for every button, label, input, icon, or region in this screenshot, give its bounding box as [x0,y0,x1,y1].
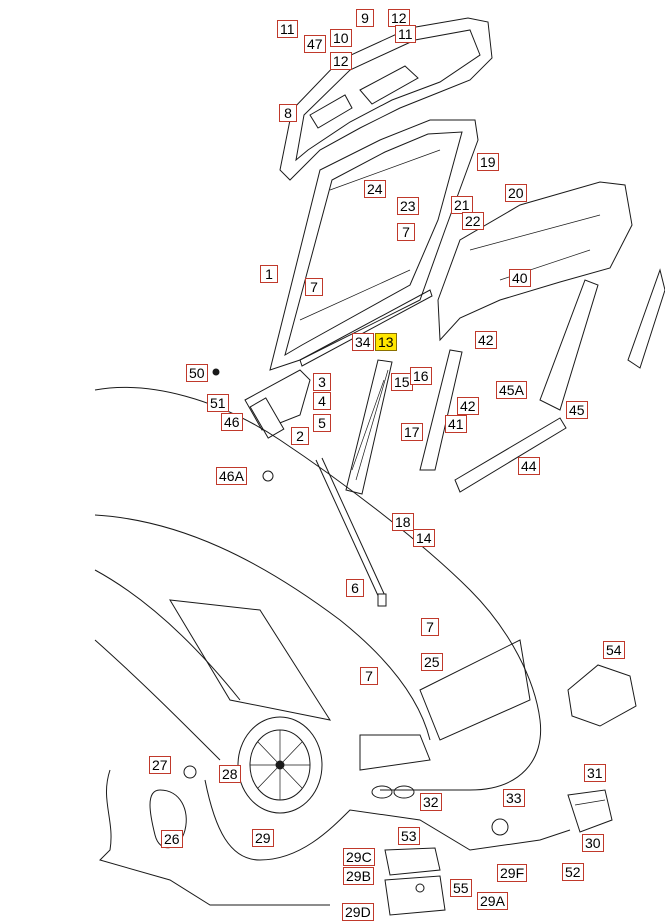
seal-strip-34 [299,289,433,367]
callout-7[interactable]: 7 [397,223,415,241]
callout-7[interactable]: 7 [421,618,439,636]
hood-latch [567,789,613,833]
callout-25[interactable]: 25 [421,653,443,671]
edge-seal-strip [627,268,665,369]
hood-outer-panel [279,17,493,181]
callout-47[interactable]: 47 [304,35,326,53]
callout-12[interactable]: 12 [330,52,352,70]
callout-7[interactable]: 7 [305,278,323,296]
callout-21[interactable]: 21 [451,196,473,214]
callout-24[interactable]: 24 [364,180,386,198]
callout-53[interactable]: 53 [398,827,420,845]
callout-23[interactable]: 23 [397,197,419,215]
callout-29C[interactable]: 29C [343,848,375,866]
callout-18[interactable]: 18 [392,513,414,531]
callout-9[interactable]: 9 [356,9,374,27]
callout-45[interactable]: 45 [566,401,588,419]
callout-31[interactable]: 31 [584,764,606,782]
callout-40[interactable]: 40 [509,269,531,287]
callout-29F[interactable]: 29F [497,864,528,882]
callout-19[interactable]: 19 [477,153,499,171]
callout-14[interactable]: 14 [413,529,435,547]
callout-54[interactable]: 54 [603,641,625,659]
rear-wheel [237,716,323,814]
callout-46[interactable]: 46 [221,413,243,431]
callout-13-highlighted[interactable]: 13 [375,333,397,351]
callout-26[interactable]: 26 [161,830,183,848]
callout-29[interactable]: 29 [252,829,274,847]
callout-41[interactable]: 41 [445,415,467,433]
bracket-42 [539,279,599,411]
callout-2[interactable]: 2 [291,427,309,445]
latch-mechanism [384,847,446,916]
gas-strut [315,457,387,607]
callout-52[interactable]: 52 [562,863,584,881]
callout-6[interactable]: 6 [346,579,364,597]
car-body-outline [94,387,542,799]
callout-51[interactable]: 51 [207,394,229,412]
callout-29A[interactable]: 29A [477,892,508,910]
callout-8[interactable]: 8 [279,104,297,122]
hood-inner-frame [269,119,479,371]
callout-10[interactable]: 10 [330,29,352,47]
callout-34[interactable]: 34 [352,333,374,351]
callout-50[interactable]: 50 [186,364,208,382]
callout-16[interactable]: 16 [410,367,432,385]
callout-11[interactable]: 11 [277,20,298,38]
side-panel-41 [419,349,463,471]
callout-42[interactable]: 42 [475,331,497,349]
callout-22[interactable]: 22 [462,212,484,230]
callout-30[interactable]: 30 [582,834,604,852]
release-cable [99,765,571,906]
callout-20[interactable]: 20 [505,184,527,202]
callout-45A[interactable]: 45A [496,381,527,399]
callout-3[interactable]: 3 [313,373,331,391]
callout-29B[interactable]: 29B [343,867,374,885]
callout-42[interactable]: 42 [457,397,479,415]
cross-strip-44 [454,417,567,493]
callout-33[interactable]: 33 [503,789,525,807]
callout-46A[interactable]: 46A [216,467,247,485]
callout-5[interactable]: 5 [313,414,331,432]
vent-grille [345,359,393,495]
callout-28[interactable]: 28 [219,765,241,783]
hinge-assembly [212,368,311,482]
callout-32[interactable]: 32 [420,793,442,811]
callout-44[interactable]: 44 [518,457,540,475]
callout-7[interactable]: 7 [360,667,378,685]
callout-55[interactable]: 55 [450,879,472,897]
cover-54 [567,664,637,727]
callout-11[interactable]: 11 [395,25,416,43]
callout-29D[interactable]: 29D [342,903,374,921]
callout-4[interactable]: 4 [313,392,331,410]
callout-27[interactable]: 27 [149,756,171,774]
callout-1[interactable]: 1 [260,265,278,283]
callout-15[interactable]: 15 [391,373,413,391]
callout-17[interactable]: 17 [401,423,423,441]
